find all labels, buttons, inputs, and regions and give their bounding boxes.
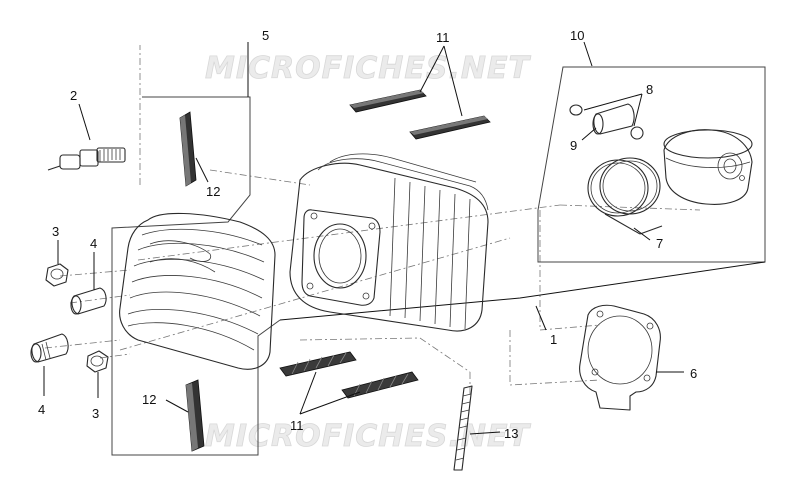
strip-vertical-top	[179, 111, 197, 187]
callout-13: 13	[504, 426, 518, 441]
callout-2: 2	[70, 88, 77, 103]
cylinder-frame-line	[279, 261, 766, 321]
callout-3-bottom: 3	[92, 406, 99, 421]
callout-11-bottom: 11	[290, 418, 304, 433]
callout-9: 9	[570, 138, 577, 153]
cylinder-head-group-frame	[111, 96, 281, 456]
callout-12-top: 12	[206, 184, 220, 199]
gasket	[579, 304, 661, 411]
nut-bottom	[86, 350, 109, 373]
strip-bottom-right	[341, 371, 419, 399]
callout-8: 8	[646, 82, 653, 97]
cylinder	[289, 153, 489, 332]
strip-top-left	[349, 89, 427, 113]
callout-5: 5	[262, 28, 269, 43]
callout-6: 6	[690, 366, 697, 381]
strip-top-right	[409, 115, 491, 140]
callout-12-bottom: 12	[142, 392, 156, 407]
watermark-bottom: MICROFICHES.NET	[205, 419, 532, 454]
callout-3-top: 3	[52, 224, 59, 239]
callout-4-bottom: 4	[38, 402, 45, 417]
stud	[453, 385, 473, 471]
sleeve-bottom	[30, 333, 69, 363]
piston-group-frame	[537, 66, 766, 263]
nut-top	[45, 263, 69, 287]
strip-vertical-bottom	[185, 379, 205, 452]
piston-rings	[587, 157, 663, 235]
leader-lines	[43, 41, 684, 435]
cylinder-head	[119, 212, 276, 370]
callout-4-top: 4	[90, 236, 97, 251]
sleeve-top	[70, 287, 107, 315]
callout-7: 7	[656, 236, 663, 251]
piston-pin	[592, 103, 635, 135]
strip-bottom-left	[279, 351, 357, 377]
assembly-dash-lines	[44, 45, 701, 395]
callout-10: 10	[570, 28, 584, 43]
callout-1: 1	[550, 332, 557, 347]
spark-plug	[47, 147, 126, 171]
circlip-right	[630, 126, 644, 140]
callout-11-top: 11	[436, 30, 450, 45]
circlip-left	[569, 104, 583, 116]
piston	[663, 129, 753, 205]
watermark-top: MICROFICHES.NET	[205, 51, 532, 86]
